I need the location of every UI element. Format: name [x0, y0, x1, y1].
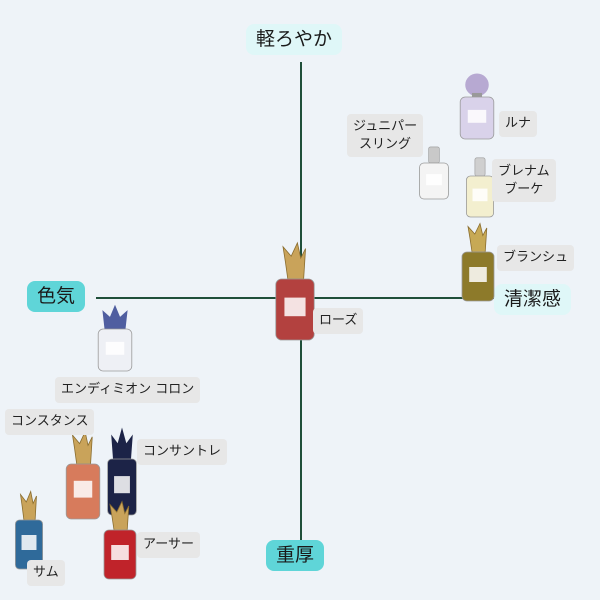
product-label-blenheim-bouquet: ブレナム ブーケ: [492, 159, 556, 203]
blanche-bottle-icon: [458, 222, 498, 302]
product-label-blanche: ブランシュ: [497, 245, 575, 271]
product-label-luna: ルナ: [499, 111, 538, 137]
product-label-constance: コンスタンス: [5, 409, 95, 435]
axis-label-top: 軽ろやか: [246, 24, 343, 55]
product-label-constantly: コンサントレ: [137, 439, 228, 465]
product-label-rose: ローズ: [313, 308, 364, 334]
luna-bottle-icon: [456, 70, 498, 140]
product-label-endymion-cologne: エンディミオン コロン: [55, 377, 201, 403]
blenheim-bouquet-bottle-icon: [463, 150, 497, 218]
arthur-bottle-icon: [100, 500, 140, 580]
axis-label-bottom: 重厚: [266, 540, 325, 571]
product-label-sam: サム: [27, 560, 65, 586]
product-label-arthur: アーサー: [137, 532, 200, 558]
rose-bottle-icon: [271, 241, 319, 341]
endymion-cologne-bottle-icon: [94, 302, 136, 372]
juniper-sling-bottle-icon: [416, 140, 452, 200]
axis-label-left: 色気: [27, 281, 86, 312]
axis-label-right: 清潔感: [494, 284, 572, 315]
sam-bottle-icon: [12, 490, 46, 570]
product-label-juniper-sling: ジュニパー スリング: [347, 114, 424, 158]
constance-bottle-icon: [62, 430, 104, 520]
